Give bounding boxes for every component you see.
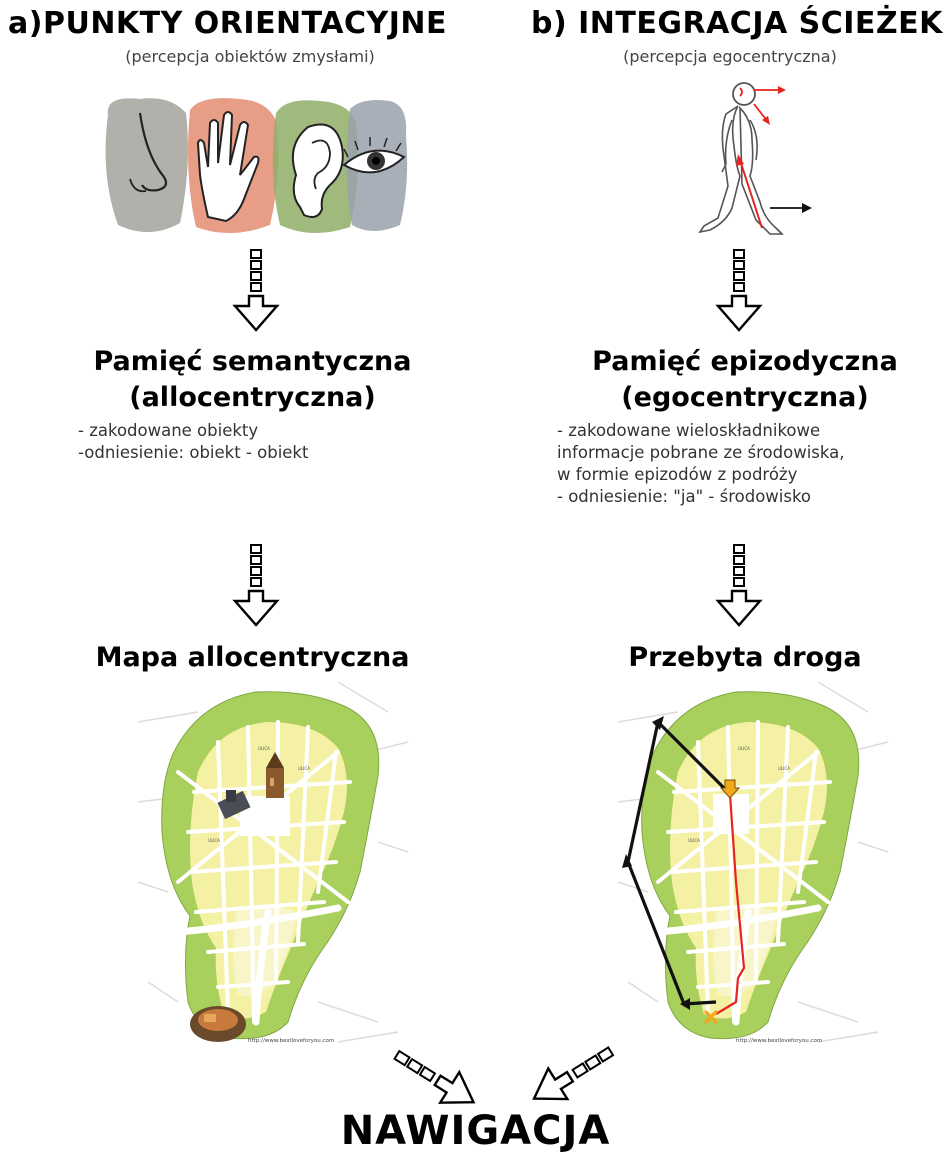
episodic-desc-line: informacje pobrane ze środowiska, (557, 442, 845, 464)
down-arrow-right-2 (716, 545, 764, 629)
header-letter-a: a) (8, 6, 43, 41)
subheader-path-integration: (percepcja egocentryczna) (550, 47, 910, 66)
svg-text:ULICA: ULICA (738, 746, 750, 751)
down-arrow-left-1 (233, 250, 281, 334)
castle-icon (190, 1006, 246, 1042)
header-landmarks-text: PUNKTY ORIENTACYJNE (43, 6, 447, 41)
semantic-memory-title: Pamięć semantyczna (allocentryczna) (20, 344, 485, 416)
semantic-memory-title-line2: (allocentryczna) (20, 380, 485, 416)
semantic-memory-title-line1: Pamięć semantyczna (20, 344, 485, 380)
svg-text:ULICA: ULICA (208, 838, 220, 843)
header-path-integration: b) INTEGRACJA ŚCIEŻEK (531, 6, 943, 41)
eye-icon (344, 100, 407, 231)
header-landmarks: a)PUNKTY ORIENTACYJNE (8, 6, 447, 41)
hand-icon (188, 98, 278, 233)
senses-illustration (100, 95, 410, 240)
svg-text:ULICA: ULICA (688, 838, 700, 843)
traveled-route-title: Przebyta droga (545, 640, 945, 676)
semantic-memory-description: - zakodowane obiekty -odniesienie: obiek… (78, 420, 308, 464)
map-credit-right: http://www.bestloveforyou.com (736, 1038, 822, 1044)
episodic-memory-title-line1: Pamięć epizodyczna (545, 344, 945, 380)
episodic-desc-line: - zakodowane wieloskładnikowe (557, 420, 845, 442)
svg-text:ULICA: ULICA (298, 766, 310, 771)
header-path-integration-text: INTEGRACJA ŚCIEŻEK (578, 6, 943, 41)
subheader-landmarks: (percepcja obiektów zmysłami) (40, 47, 460, 66)
down-arrow-right-1 (716, 250, 764, 334)
nose-icon (106, 98, 188, 232)
map-credit-left: http://www.bestloveforyou.com (248, 1038, 334, 1044)
allocentric-map: ULICA ULICA ULICA http://www.bestloveforyo… (138, 682, 408, 1052)
episodic-memory-description: - zakodowane wieloskładnikowe informacje… (557, 420, 845, 508)
svg-text:ULICA: ULICA (778, 766, 790, 771)
allocentric-map-title: Mapa allocentryczna (20, 640, 485, 676)
navigation-title: NAWIGACJA (0, 1108, 951, 1154)
episodic-memory-title: Pamięć epizodyczna (egocentryczna) (545, 344, 945, 416)
episodic-desc-line: w formie epizodów z podróży (557, 464, 845, 486)
header-letter-b: b) (531, 6, 567, 41)
semantic-desc-line: -odniesienie: obiekt - obiekt (78, 442, 308, 464)
walking-person-icon (680, 80, 830, 245)
semantic-desc-line: - zakodowane obiekty (78, 420, 308, 442)
episodic-memory-title-line2: (egocentryczna) (545, 380, 945, 416)
route-map: ULICA ULICA ULICA http://www.bestloveforyo… (618, 682, 888, 1052)
down-arrow-left-2 (233, 545, 281, 629)
svg-text:ULICA: ULICA (258, 746, 270, 751)
episodic-desc-line: - odniesienie: "ja" - środowisko (557, 486, 845, 508)
